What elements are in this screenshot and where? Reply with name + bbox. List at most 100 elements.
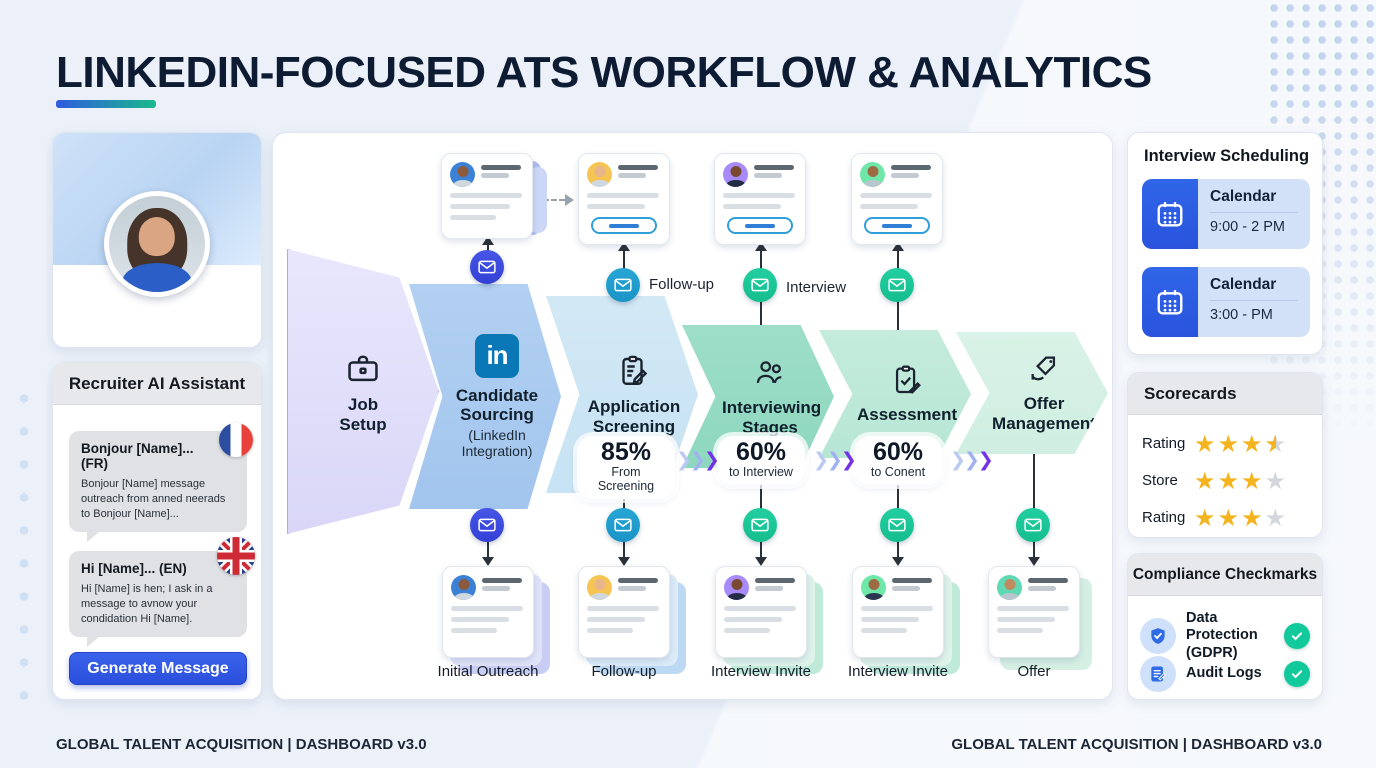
arrow-down-icon bbox=[618, 557, 630, 566]
conversion-label: to Conent bbox=[870, 465, 926, 480]
ai-assistant-header: Recruiter AI Assistant bbox=[53, 363, 261, 405]
people-icon bbox=[756, 361, 782, 384]
candidate-avatar bbox=[860, 162, 885, 187]
candidate-avatar bbox=[587, 575, 612, 600]
conversion-badge: 85% From Screening bbox=[577, 436, 675, 500]
interview-scheduling-panel: Interview Scheduling Calendar 9:00 - 2 P… bbox=[1127, 132, 1323, 355]
scorecard-row: Rating ★★★★ bbox=[1142, 499, 1312, 536]
offer-tag-icon bbox=[1031, 356, 1056, 381]
stage-title: Application Screening bbox=[587, 396, 681, 436]
calendar-slot-time: 3:00 - PM bbox=[1210, 307, 1273, 323]
conversion-value: 60% bbox=[735, 438, 787, 466]
card-action-button[interactable] bbox=[727, 217, 793, 234]
stage-title: Candidate Sourcing bbox=[455, 385, 539, 425]
calendar-slot[interactable]: Calendar 9:00 - 2 PM bbox=[1142, 179, 1310, 249]
calendar-slot-label: Calendar bbox=[1210, 188, 1298, 213]
shield-check-icon bbox=[1140, 618, 1176, 655]
arrow-up-icon bbox=[892, 242, 904, 251]
triple-chevron-icon: ❯❯❯ bbox=[950, 449, 994, 471]
candidate-card bbox=[851, 153, 943, 245]
arrow-down-icon bbox=[482, 557, 494, 566]
calendar-slot-time: 9:00 - 2 PM bbox=[1210, 219, 1285, 235]
ai-message-en: Hi [Name]... (EN) Hi [Name] is hen; I as… bbox=[69, 537, 255, 647]
candidate-avatar bbox=[861, 575, 886, 600]
star-rating[interactable]: ★★★★★ bbox=[1194, 429, 1287, 458]
ai-message-fr: Bonjour [Name]... (FR) Bonjour [Name] me… bbox=[69, 423, 253, 542]
interview-scheduling-title: Interview Scheduling bbox=[1144, 147, 1310, 165]
avatar bbox=[104, 191, 210, 297]
candidate-avatar bbox=[451, 575, 476, 600]
ai-message-fr-body: Bonjour [Name] message outreach from ann… bbox=[81, 478, 226, 520]
check-icon bbox=[1284, 623, 1310, 650]
candidate-card bbox=[578, 566, 670, 658]
calendar-slot[interactable]: Calendar 3:00 - PM bbox=[1142, 267, 1310, 337]
recruiter-ai-assistant-panel: Recruiter AI Assistant Bonjour [Name]...… bbox=[52, 362, 262, 700]
generate-message-button[interactable]: Generate Message bbox=[69, 652, 247, 685]
compliance-label: Data Protection (GDPR) bbox=[1186, 610, 1258, 661]
flow-step-label: Interview Invite bbox=[710, 663, 812, 680]
followup-flow-label: Follow-up bbox=[649, 276, 715, 293]
conversion-badge: 60% to Interview bbox=[717, 436, 805, 486]
uk-flag-icon bbox=[217, 537, 255, 575]
conversion-label: From Screening bbox=[597, 465, 655, 494]
compliance-label: Audit Logs bbox=[1186, 665, 1262, 682]
star-rating[interactable]: ★★★★ bbox=[1194, 503, 1287, 532]
arrow-down-icon bbox=[755, 557, 767, 566]
card-action-button[interactable] bbox=[864, 217, 930, 234]
scorecards-title: Scorecards bbox=[1128, 373, 1322, 415]
arrow-down-icon bbox=[892, 557, 904, 566]
email-icon bbox=[880, 268, 914, 302]
card-action-button[interactable] bbox=[591, 217, 657, 234]
dashed-arrowhead-icon bbox=[565, 194, 574, 206]
flow-step-label: Offer bbox=[1017, 663, 1051, 680]
calendar-icon bbox=[1142, 267, 1198, 337]
dashed-connector bbox=[535, 199, 565, 201]
footer-right: GLOBAL TALENT ACQUISITION | DASHBOARD v3… bbox=[951, 736, 1322, 753]
candidate-card bbox=[715, 566, 807, 658]
candidate-card bbox=[988, 566, 1080, 658]
ai-message-en-body: Hi [Name] is hen; I ask in a message to … bbox=[81, 583, 213, 625]
scorecard-label: Rating bbox=[1142, 435, 1186, 452]
star-rating[interactable]: ★★★★ bbox=[1194, 466, 1287, 495]
recruiter-profile-card: Sarah J. Recruiter bbox=[52, 132, 262, 348]
compliance-title: Compliance Checkmarks bbox=[1128, 554, 1322, 596]
flow-step-label: Interview Invite bbox=[847, 663, 949, 680]
scorecards-panel: Scorecards Rating ★★★★★ Store ★★★★ Ratin… bbox=[1127, 372, 1323, 538]
ai-message-en-title: Hi [Name]... (EN) bbox=[81, 561, 187, 576]
candidate-card bbox=[714, 153, 806, 245]
connector-line bbox=[1033, 452, 1035, 558]
stage-title: Job Setup bbox=[339, 394, 387, 434]
flow-step-label: Follow-up bbox=[591, 663, 657, 680]
scorecard-label: Store bbox=[1142, 472, 1178, 489]
email-icon bbox=[1016, 508, 1050, 542]
conversion-value: 85% bbox=[600, 438, 652, 466]
arrow-down-icon bbox=[1028, 557, 1040, 566]
dot-pattern-left bbox=[12, 382, 36, 702]
email-icon bbox=[470, 250, 504, 284]
candidate-avatar bbox=[723, 162, 748, 187]
candidate-avatar bbox=[587, 162, 612, 187]
candidate-card bbox=[442, 566, 534, 658]
candidate-card bbox=[441, 153, 533, 239]
scorecard-row: Rating ★★★★★ bbox=[1142, 425, 1312, 462]
interview-flow-label: Interview bbox=[786, 279, 847, 296]
candidate-avatar bbox=[450, 162, 475, 187]
conversion-value: 60% bbox=[872, 438, 924, 466]
stage-offer-management: Offer Management bbox=[956, 332, 1108, 454]
avatar-photo bbox=[109, 196, 205, 292]
calendar-slot-label: Calendar bbox=[1210, 276, 1298, 301]
clipboard-check-icon bbox=[895, 365, 921, 395]
clipboard-edit-icon bbox=[622, 355, 648, 385]
candidate-card bbox=[852, 566, 944, 658]
email-icon bbox=[470, 508, 504, 542]
compliance-item: Audit Logs bbox=[1140, 656, 1310, 692]
email-icon bbox=[606, 508, 640, 542]
email-icon bbox=[880, 508, 914, 542]
footer-left: GLOBAL TALENT ACQUISITION | DASHBOARD v3… bbox=[56, 736, 427, 753]
compliance-item: Data Protection (GDPR) bbox=[1140, 610, 1310, 662]
workflow-panel: Job Setup in Candidate Sourcing (LinkedI… bbox=[272, 132, 1113, 700]
stage-subtitle: (LinkedIn Integration) bbox=[461, 426, 533, 460]
triple-chevron-icon: ❯❯❯ bbox=[676, 449, 720, 471]
flow-step-label: Initial Outreach bbox=[437, 663, 539, 680]
candidate-avatar bbox=[997, 575, 1022, 600]
